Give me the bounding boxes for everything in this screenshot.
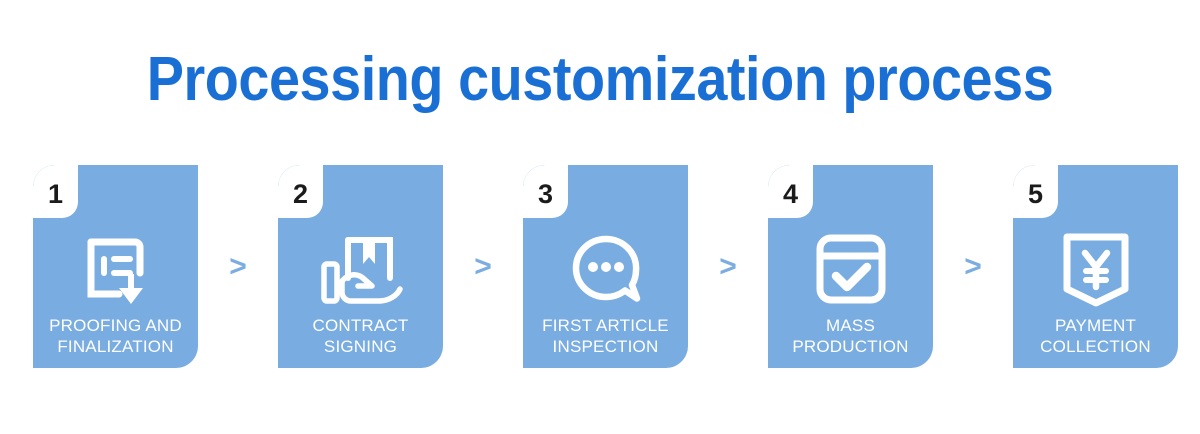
step-number-notch	[1013, 165, 1058, 218]
step-number-3: 3	[537, 179, 554, 209]
step-number-notch	[33, 165, 78, 218]
speech-bubble-dots-icon	[523, 221, 688, 317]
step-label-1: PROOFING AND FINALIZATION	[49, 316, 182, 356]
step-label-5: PAYMENT COLLECTION	[1040, 316, 1151, 356]
step-card-1[interactable]: 1 PROOFING AND FINALIZATION	[33, 165, 198, 368]
process-flow: 1 PROOFING AND FINALIZATION > 2	[33, 165, 1178, 370]
step-card-2[interactable]: 2 CONTRACT SIGNING	[278, 165, 443, 368]
hand-holding-package-icon	[278, 221, 443, 317]
step-number-notch	[768, 165, 813, 218]
flow-arrow-1: >	[229, 249, 247, 283]
step-number-1: 1	[47, 179, 64, 209]
step-label-4: MASS PRODUCTION	[792, 316, 909, 356]
step-number-notch	[523, 165, 568, 218]
document-download-icon	[33, 221, 198, 317]
yen-envelope-icon	[1013, 221, 1178, 317]
step-card-3[interactable]: 3 FIRST ARTICLE INSPECTION	[523, 165, 688, 368]
step-card-5[interactable]: 5 PAYMENT COLLECTION	[1013, 165, 1178, 368]
flow-arrow-4: >	[964, 249, 982, 283]
calendar-check-icon	[768, 221, 933, 317]
step-number-5: 5	[1027, 179, 1044, 209]
step-number-notch	[278, 165, 323, 218]
flow-arrow-3: >	[719, 249, 737, 283]
flow-arrow-2: >	[474, 249, 492, 283]
step-label-2: CONTRACT SIGNING	[312, 316, 409, 356]
page-title: Processing customization process	[146, 45, 1054, 114]
step-number-2: 2	[292, 179, 309, 209]
step-card-4[interactable]: 4 MASS PRODUCTION	[768, 165, 933, 368]
step-label-3: FIRST ARTICLE INSPECTION	[542, 316, 669, 356]
step-number-4: 4	[782, 179, 799, 209]
